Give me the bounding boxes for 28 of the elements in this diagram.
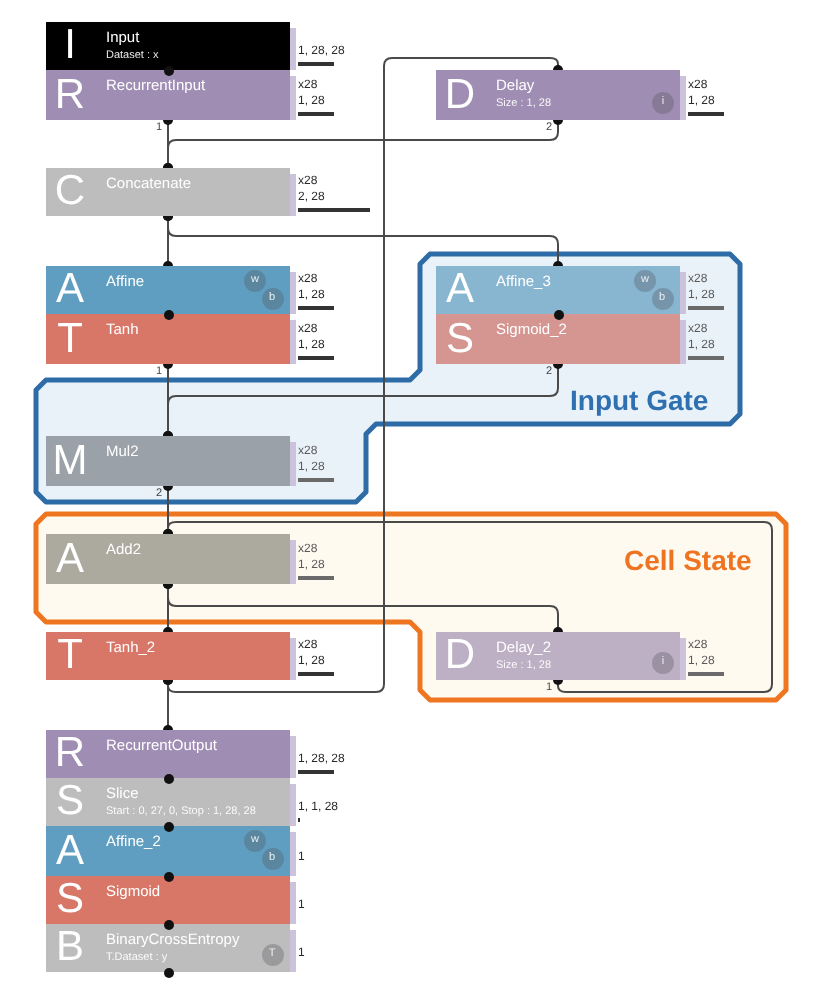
layer-type-letter: A [53, 268, 86, 312]
layer-type-letter: T [55, 317, 85, 361]
layer-type-letter: D [442, 73, 478, 117]
layer-type-letter: S [443, 317, 476, 361]
group-title: Input Gate [570, 384, 709, 416]
connector-line [163, 521, 773, 693]
connector-line [163, 359, 563, 441]
connector-line [163, 579, 563, 637]
layer-type-letter: I [62, 24, 78, 68]
layer-type-letter: A [53, 537, 86, 581]
group-title: Cell State [624, 544, 752, 576]
layer-type-letter: B [53, 926, 86, 970]
connector-line [163, 57, 563, 693]
layer-type-letter: D [442, 634, 478, 678]
layer-type-letter: T [55, 634, 85, 678]
connector-line [163, 115, 563, 173]
layer-type-letter: R [52, 73, 88, 117]
layer-type-letter: A [53, 829, 86, 873]
group-region [32, 510, 790, 704]
layer-type-letter: S [53, 878, 86, 922]
layer-type-letter: R [52, 732, 88, 776]
group-region [32, 250, 744, 506]
layer-type-letter: M [50, 439, 90, 483]
connector-line [163, 675, 173, 735]
layer-type-letter: S [53, 780, 86, 824]
connector-line [163, 211, 563, 271]
layer-type-letter: A [443, 268, 476, 312]
layer-type-letter: C [52, 170, 88, 214]
